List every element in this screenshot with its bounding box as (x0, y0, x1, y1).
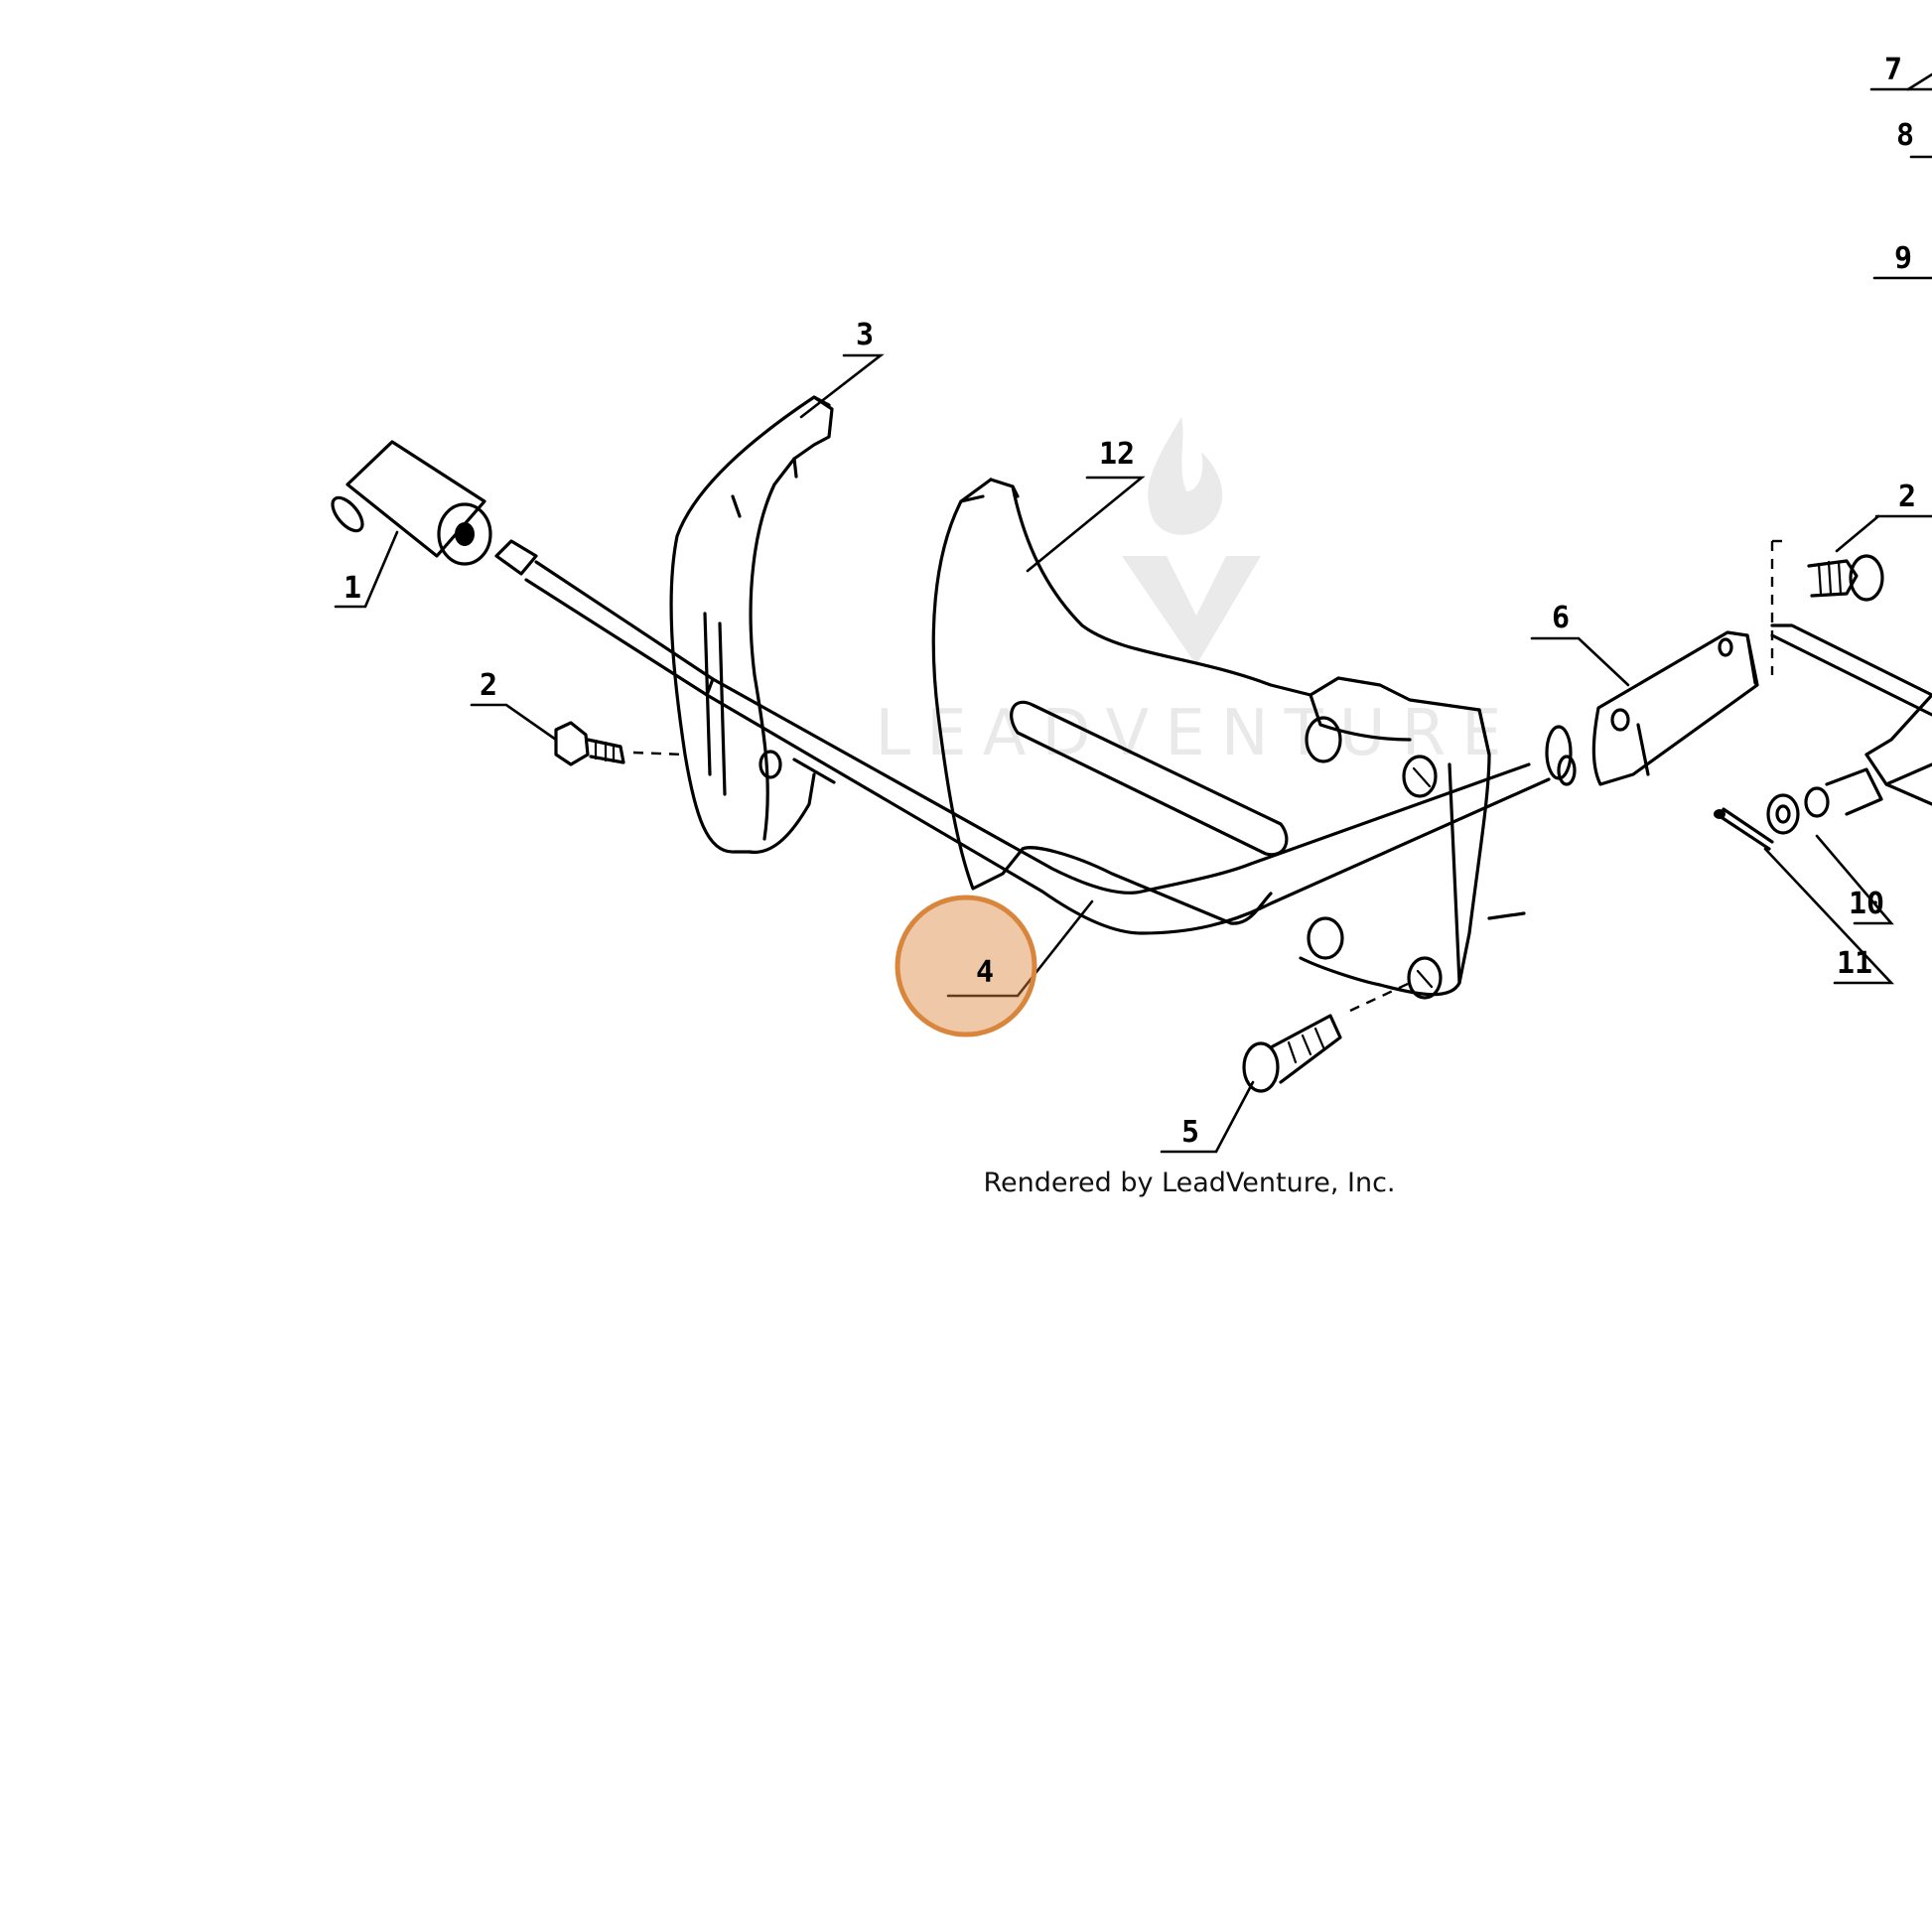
callout-2-right[interactable]: 2 (1898, 480, 1916, 514)
watermark-flame-icon (1148, 417, 1223, 535)
part-3-shift-guide[interactable] (669, 395, 836, 854)
render-credit: Rendered by LeadVenture, Inc. (983, 1168, 1395, 1198)
part-5-screw[interactable] (1242, 981, 1411, 1093)
callout-11[interactable]: 11 (1837, 946, 1872, 981)
watermark-v-icon (1122, 556, 1261, 665)
callout-12[interactable]: 12 (1099, 437, 1135, 472)
callout-5[interactable]: 5 (1181, 1115, 1199, 1150)
part-1-handle-grip[interactable] (327, 440, 492, 566)
callout-7[interactable]: 7 (1884, 53, 1902, 87)
callout-9[interactable]: 9 (1894, 241, 1912, 276)
part-shift-rod[interactable] (494, 539, 1577, 935)
callout-4[interactable]: 4 (976, 955, 994, 990)
watermark-text: LEADVENTURE (876, 697, 1518, 770)
part-6-link-plate[interactable] (1591, 630, 1759, 786)
part-10-washer[interactable] (1766, 767, 1883, 835)
callout-3[interactable]: 3 (856, 318, 874, 352)
part-2-bolt-left[interactable] (554, 721, 686, 766)
callout-leaders (334, 72, 1932, 1154)
callout-2-left[interactable]: 2 (480, 668, 497, 703)
callout-8[interactable]: 8 (1896, 118, 1914, 153)
callout-1[interactable]: 1 (344, 571, 361, 606)
watermark: LEADVENTURE (876, 417, 1518, 770)
callout-6[interactable]: 6 (1552, 601, 1570, 635)
callout-10[interactable]: 10 (1849, 887, 1884, 921)
callout-numbers: 1 2 3 12 4 5 6 2 7 8 9 10 11 (344, 53, 1916, 1150)
selected-part-highlight[interactable] (895, 895, 1037, 1037)
part-linkage-right[interactable] (1770, 623, 1932, 806)
part-11-cotter-pin[interactable] (1714, 807, 1774, 851)
part-2-bolt-right[interactable] (1770, 539, 1884, 675)
part-12-mounting-bracket[interactable] (931, 478, 1526, 1000)
